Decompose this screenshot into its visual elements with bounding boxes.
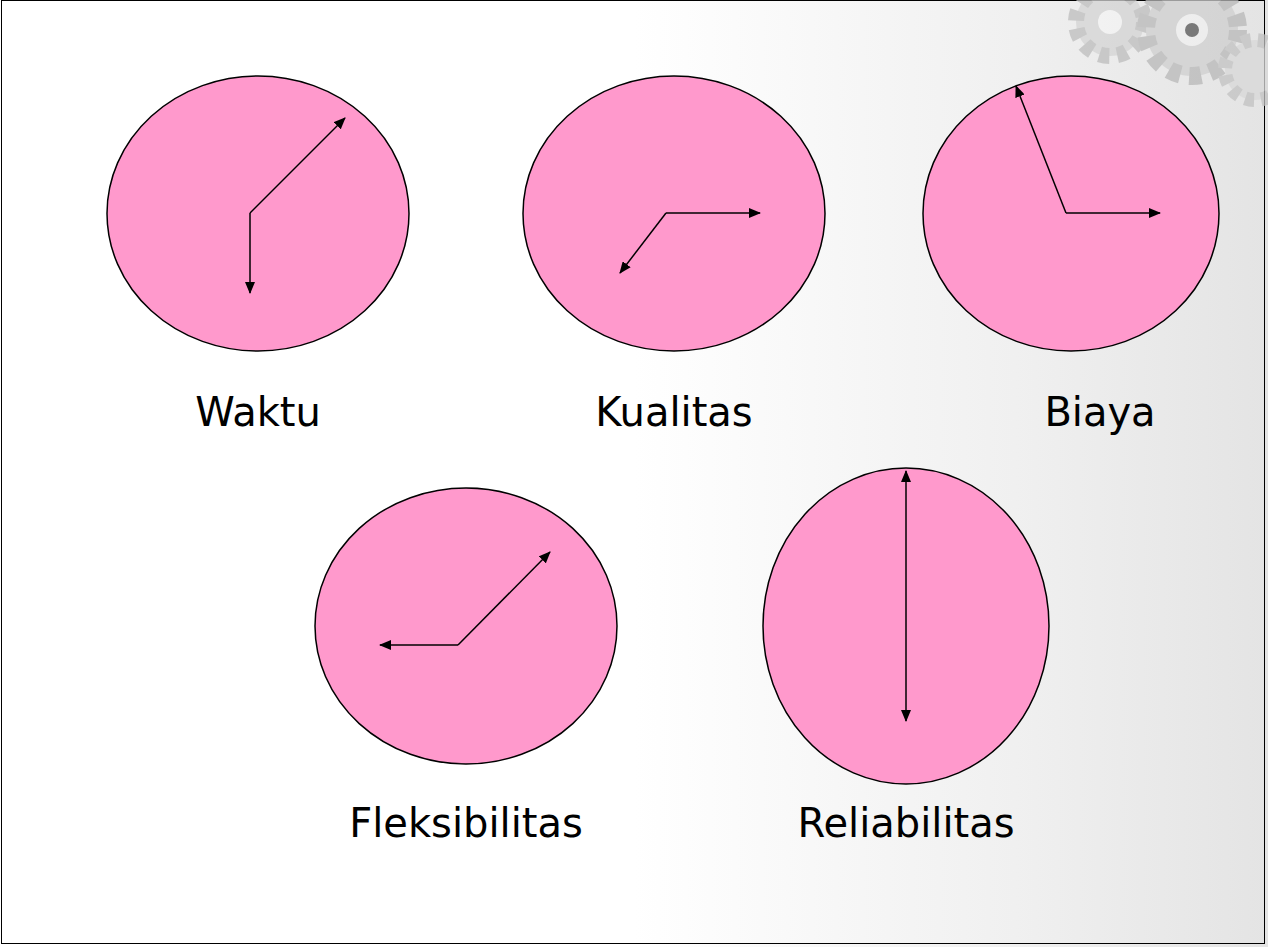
clock-face (522, 75, 826, 352)
clock-face (922, 75, 1220, 352)
clock-label: Kualitas (595, 388, 752, 436)
clock-face (106, 75, 410, 352)
clock-circle (315, 488, 617, 764)
clock-hand (249, 213, 251, 293)
clock-hand (620, 213, 666, 273)
clock-node: Reliabilitas (762, 467, 1050, 785)
clock-node: Fleksibilitas (314, 487, 618, 765)
clock-hand (458, 552, 550, 645)
clock-face (762, 467, 1050, 785)
clock-circle (107, 76, 409, 351)
clock-circle (923, 76, 1219, 351)
clock-hand (905, 471, 907, 721)
clock-circle (523, 76, 825, 351)
clock-hand (666, 212, 760, 214)
clock-label: Biaya (1044, 388, 1155, 436)
clock-label: Reliabilitas (797, 799, 1014, 847)
clock-hand (380, 644, 458, 646)
clock-face (314, 487, 618, 765)
clock-node: Biaya (922, 75, 1220, 352)
clock-label: Waktu (195, 388, 321, 436)
clock-node: Kualitas (522, 75, 826, 352)
clock-hand (1016, 86, 1066, 213)
clock-hand (1066, 212, 1160, 214)
clock-node: Waktu (106, 75, 410, 352)
clock-circle (763, 468, 1049, 784)
clock-label: Fleksibilitas (349, 799, 583, 847)
clock-hand (250, 118, 345, 213)
